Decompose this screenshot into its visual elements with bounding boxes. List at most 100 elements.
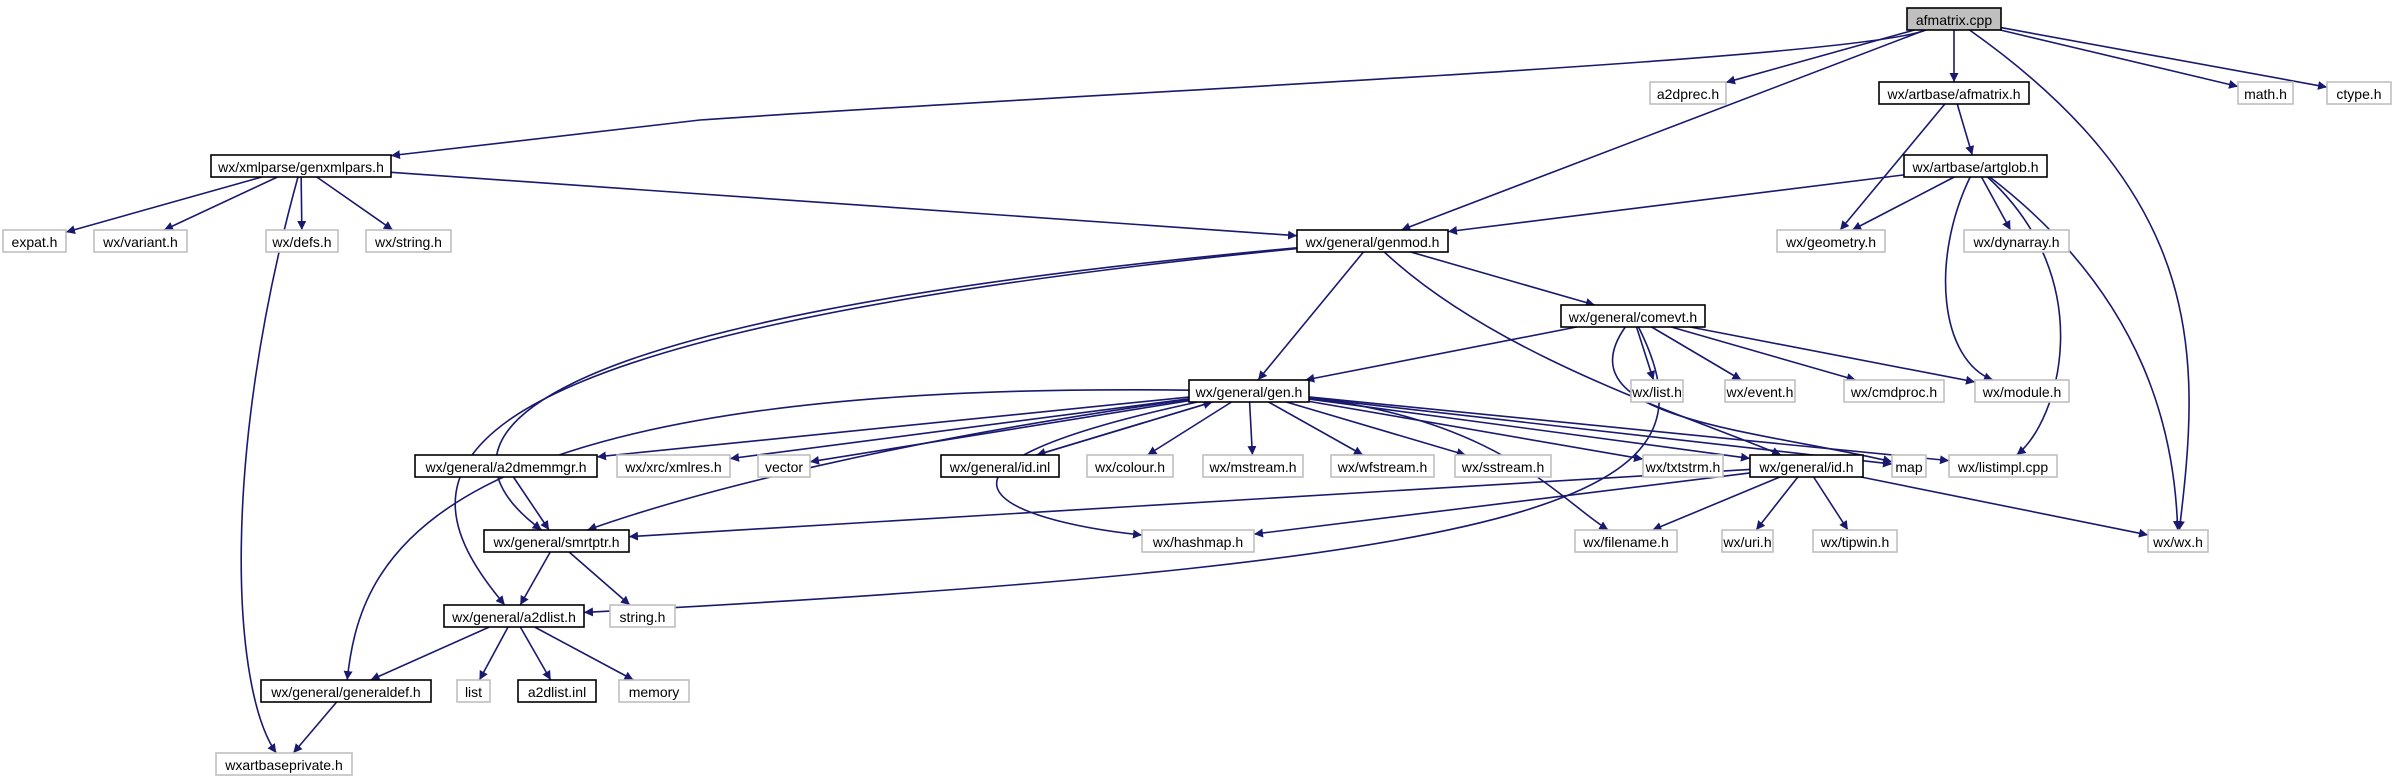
node-label: wx/general/a2dmemmgr.h [424,459,586,475]
node-generaldef[interactable]: wx/general/generaldef.h [260,679,432,703]
node-string-wx: wx/string.h [365,229,452,253]
edge-artglob-to-listimpl [1986,176,2062,456]
node-label: wx/defs.h [271,234,331,250]
edge-artglob-to-wx_h [1989,176,2182,531]
edge-comevt-to-cmdproc [1671,326,1856,382]
node-box [365,229,452,253]
node-box [757,454,811,478]
node-comevt[interactable]: wx/general/comevt.h [1560,304,1706,328]
node-module: wx/module.h [1974,379,2070,403]
node-cmdproc: wx/cmdproc.h [1843,379,1945,403]
node-genmod[interactable]: wx/general/genmod.h [1296,229,1449,253]
node-label: wx/general/generaldef.h [270,684,420,700]
node-label: math.h [2244,86,2287,102]
nodes-layer: afmatrix.cpp a2dprec.h wx/artbase/afmatrix… [2,7,2392,776]
edge-a2dlist_h-to-generaldef [370,626,490,681]
node-box [517,679,597,703]
node-label: wx/variant.h [102,234,178,250]
node-label: map [1895,459,1922,475]
node-label: wx/wx.h [2152,534,2203,550]
node-defs: wx/defs.h [265,229,339,253]
node-label: wx/xrc/xmlres.h [624,459,721,475]
node-label: wx/geometry.h [1785,234,1876,250]
node-artglob[interactable]: wx/artbase/artglob.h [1903,154,2048,178]
edge-gen-to-id_h [1308,398,1751,462]
node-box [1721,529,1774,553]
node-box [2326,81,2392,105]
node-label: wx/xmlparse/genxmlpars.h [217,159,384,175]
node-box [618,679,690,703]
node-mstream: wx/mstream.h [1202,454,1304,478]
node-label: wx/general/a2dlist.h [451,609,576,625]
node-label: wx/list.h [1631,384,1682,400]
node-artbase-afmatrix[interactable]: wx/artbase/afmatrix.h [1878,81,2030,105]
edge-id_h-to-hashmap [1253,472,1751,538]
node-box [1878,81,2030,105]
node-box [1974,379,2070,403]
edge-genxmlpars-to-defs [297,176,307,231]
edge-a2dlist_h-to-memory [534,626,634,681]
node-label: wx/general/smrtptr.h [492,534,619,550]
edge-genxmlpars-to-expat [65,176,263,235]
edge-gen-to-hashmap [995,401,1198,539]
node-box [260,679,432,703]
edge-comevt-to-module [1689,326,1976,385]
node-box [1776,229,1886,253]
edge-gen-to-smrtptr [587,398,1190,532]
node-gen[interactable]: wx/general/gen.h [1188,379,1310,403]
edge-genmod-to-gen [1257,251,1365,381]
node-label: wx/general/gen.h [1195,384,1303,400]
node-box [1724,379,1796,403]
node-smrtptr[interactable]: wx/general/smrtptr.h [483,529,630,553]
node-box [1812,529,1898,553]
edge-gen-to-txtstrm [1308,400,1644,462]
node-a2dlist-h[interactable]: wx/general/a2dlist.h [443,604,585,628]
edge-id_inl-to-gen [1036,400,1213,456]
edge-genxmlpars-to-variant [163,176,278,231]
edge-afmatrix_cpp-to-math [2000,29,2239,89]
node-label: wx/sstream.h [1461,459,1544,475]
edge-gen-to-generaldef [343,388,1190,681]
node-box [2,229,67,253]
node-wfstream: wx/wfstream.h [1330,454,1435,478]
edge-afmatrix_cpp-to-genmod [1401,29,1926,231]
edge-afmatrix_cpp-to-genxmlpars [390,29,1927,160]
node-label: wx/wfstream.h [1337,459,1427,475]
node-a2dmemmgr[interactable]: wx/general/a2dmemmgr.h [414,454,598,478]
edge-smrtptr-to-a2dlist_h [519,551,551,606]
node-box [616,454,731,478]
edge-artglob-to-module [1944,176,1994,382]
node-a2dprec: a2dprec.h [1649,81,1727,105]
node-uri: wx/uri.h [1721,529,1774,553]
node-label: vector [765,459,803,475]
node-label: wx/artbase/artglob.h [1911,159,2038,175]
node-label: wx/general/id.inl [949,459,1050,475]
node-label: wx/txtstrm.h [1645,459,1721,475]
node-label: wx/mstream.h [1208,459,1296,475]
node-label: afmatrix.cpp [1916,12,1992,28]
node-dynarray: wx/dynarray.h [1963,229,2070,253]
node-box [1948,454,2058,478]
node-box [609,604,676,628]
node-label: wx/colour.h [1094,459,1165,475]
node-label: wx/hashmap.h [1152,534,1243,550]
node-string-h: string.h [609,604,676,628]
node-genxmlpars[interactable]: wx/xmlparse/genxmlpars.h [210,154,392,178]
node-box [1963,229,2070,253]
edge-gen-to-vector [809,399,1190,465]
edge-id_h-to-filename [1652,476,1781,531]
node-box [483,529,630,553]
node-label: ctype.h [2336,86,2381,102]
node-wxartbaseprivate: wxartbaseprivate.h [215,752,353,776]
node-hashmap: wx/hashmap.h [1141,529,1255,553]
node-box [2237,81,2294,105]
node-id-inl[interactable]: wx/general/id.inl [940,454,1060,478]
node-label: list [465,684,482,700]
node-a2dlist-inl[interactable]: a2dlist.inl [517,679,597,703]
edge-artglob-to-geometry [1851,176,1955,231]
node-box [1906,7,2002,31]
node-label: wx/module.h [1982,384,2062,400]
node-label: wx/general/comevt.h [1568,309,1697,325]
node-id-h[interactable]: wx/general/id.h [1749,454,1864,478]
edge-comevt-to-list_wx [1635,326,1656,381]
